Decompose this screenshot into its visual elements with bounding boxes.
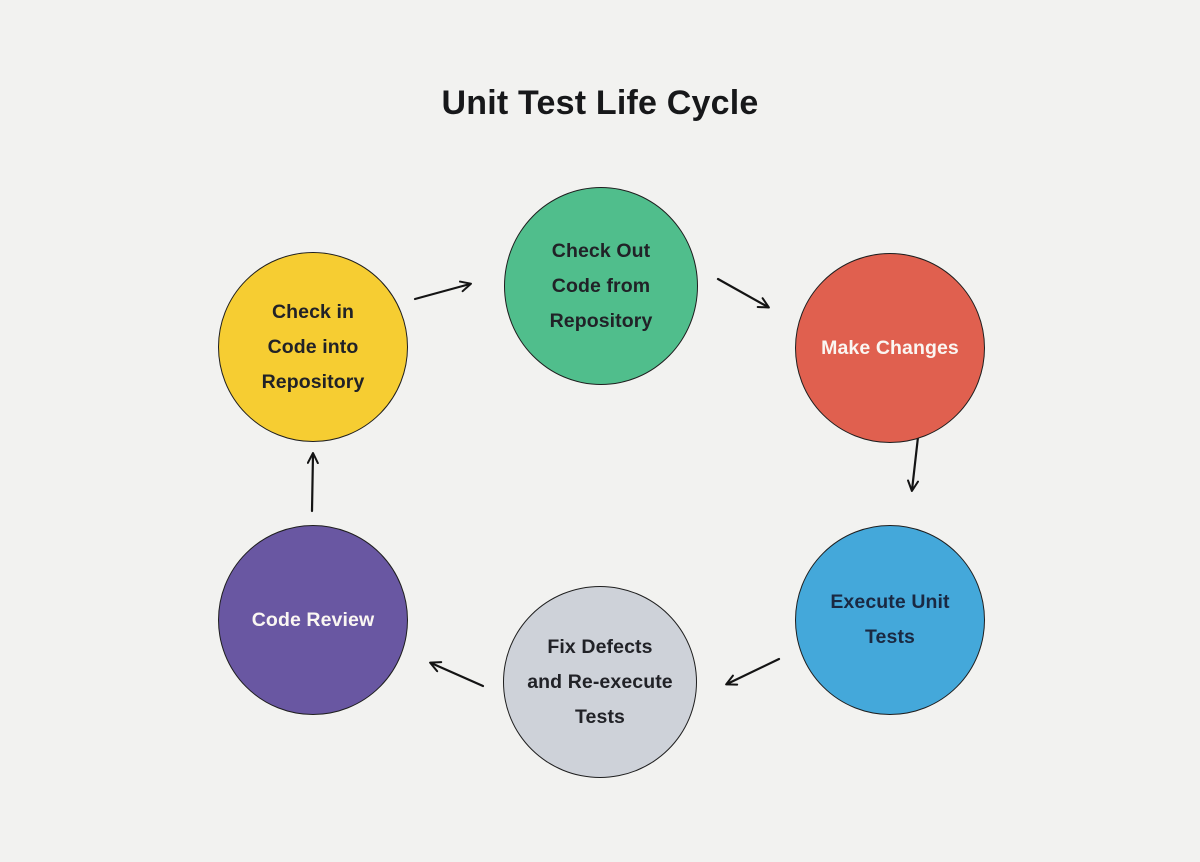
node-check-in-code: Check in Code into Repository — [218, 252, 408, 442]
node-label-line: and Re-execute — [527, 670, 673, 693]
node-label-line: Code Review — [251, 608, 375, 631]
node-label: Execute Unit Tests — [830, 585, 949, 655]
node-make-changes: Make Changes — [795, 253, 985, 443]
arrow-fix-to-review — [429, 661, 485, 688]
node-fix-defects: Fix Defects and Re-execute Tests — [503, 586, 697, 778]
node-label-line: Check Out — [551, 239, 651, 262]
node-label-line: Fix Defects — [547, 635, 653, 658]
arrow-changes-to-execute — [907, 435, 920, 492]
node-label-line: Code into — [267, 335, 359, 358]
node-label: Check in Code into Repository — [262, 295, 365, 400]
node-execute-unit-tests: Execute Unit Tests — [795, 525, 985, 715]
node-label: Code Review — [252, 603, 374, 638]
node-label-line: Repository — [549, 309, 653, 332]
node-label: Check Out Code from Repository — [550, 234, 653, 339]
node-label-line: Make Changes — [821, 336, 959, 359]
arrow-checkin-to-checkout — [413, 280, 472, 301]
node-label-line: Tests — [574, 705, 625, 728]
node-label: Fix Defects and Re-execute Tests — [527, 630, 673, 735]
diagram-title: Unit Test Life Cycle — [441, 84, 759, 122]
node-label-line: Repository — [261, 370, 365, 393]
arrow-checkout-to-changes — [716, 277, 770, 309]
node-label: Make Changes — [821, 331, 959, 366]
node-code-review: Code Review — [218, 525, 408, 715]
node-label-line: Code from — [551, 274, 651, 297]
node-label-line: Tests — [864, 626, 915, 648]
arrow-review-to-checkin — [306, 452, 319, 513]
node-check-out-code: Check Out Code from Repository — [504, 187, 698, 385]
node-label-line: Check in — [271, 300, 355, 323]
arrow-execute-to-fix — [725, 657, 781, 686]
node-label-line: Execute Unit — [830, 591, 950, 613]
